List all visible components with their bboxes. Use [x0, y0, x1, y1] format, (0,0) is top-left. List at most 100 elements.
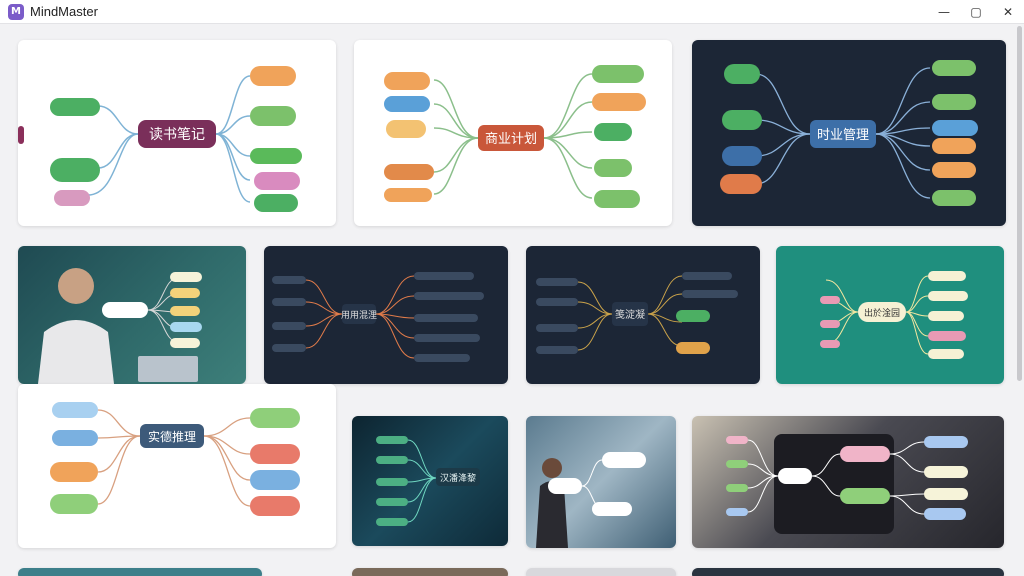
topic-node	[924, 466, 968, 478]
topic-node	[682, 290, 738, 298]
center-node	[858, 302, 906, 322]
center-node	[778, 468, 812, 484]
template-card-partial[interactable]	[18, 568, 262, 576]
topic-node	[50, 462, 98, 482]
topic-node	[384, 72, 430, 90]
topic-node	[414, 292, 484, 300]
topic-node	[928, 311, 964, 321]
topic-node	[840, 488, 890, 504]
topic-node	[924, 436, 968, 448]
topic-node	[840, 446, 890, 462]
topic-node	[932, 120, 978, 136]
topic-node	[536, 346, 578, 354]
maximize-button[interactable]: ▢	[970, 5, 982, 19]
app-title: MindMaster	[30, 4, 98, 19]
topic-node	[50, 98, 100, 116]
topic-node	[536, 324, 578, 332]
template-card-teal-map[interactable]: 出於淦园	[776, 246, 1004, 384]
template-card-business-plan[interactable]: 商业计划	[354, 40, 672, 226]
topic-node	[932, 60, 976, 76]
topic-node	[724, 64, 760, 84]
template-card-presentation[interactable]	[18, 246, 246, 384]
template-card-tablet-map[interactable]	[692, 416, 1004, 548]
topic-node	[250, 66, 296, 86]
topic-node	[376, 478, 408, 486]
topic-node	[726, 508, 748, 516]
topic-node	[52, 402, 98, 418]
mind-map-preview	[38, 268, 202, 384]
topic-node	[592, 502, 632, 516]
app-logo-icon: M	[8, 3, 24, 20]
template-card-network-map[interactable]: 汉潘洚黎	[352, 416, 508, 546]
topic-node	[250, 106, 296, 126]
topic-node	[536, 298, 578, 306]
template-card-partial[interactable]	[352, 568, 508, 576]
window-controls: — ▢ ✕	[928, 0, 1024, 24]
person-head	[542, 458, 562, 478]
topic-node	[682, 272, 732, 280]
topic-node	[932, 138, 976, 154]
vertical-scrollbar[interactable]	[1017, 26, 1022, 381]
topic-node	[376, 456, 408, 464]
topic-node	[820, 340, 840, 348]
topic-node	[602, 452, 646, 468]
topic-node	[170, 338, 200, 348]
topic-node	[932, 190, 976, 206]
topic-node	[594, 159, 632, 177]
topic-node	[928, 271, 966, 281]
center-node-label: 笺淀凝	[615, 308, 645, 321]
template-card-reading-notes[interactable]: 读书笔记	[18, 40, 336, 226]
close-button[interactable]: ✕	[1002, 5, 1014, 19]
topic-node	[726, 460, 748, 468]
topic-node	[414, 334, 480, 342]
topic-node	[250, 496, 300, 516]
topic-node	[50, 158, 100, 182]
topic-node	[254, 172, 300, 190]
topic-node	[820, 296, 840, 304]
topic-node	[170, 288, 200, 298]
template-card-building-map[interactable]	[526, 416, 676, 548]
center-node-label: 实德推理	[148, 429, 196, 444]
center-node	[436, 468, 480, 486]
topic-node	[384, 96, 430, 112]
topic-node	[376, 498, 408, 506]
center-node	[478, 125, 544, 151]
topic-node	[414, 272, 474, 280]
topic-node	[722, 110, 762, 130]
person-head	[58, 268, 94, 304]
minimize-button[interactable]: —	[938, 5, 950, 19]
template-card-dark-map-a[interactable]: 用用混浬	[264, 246, 508, 384]
topic-node	[592, 93, 646, 111]
center-node	[548, 478, 582, 494]
person-body	[536, 481, 568, 548]
center-node-label: 商业计划	[485, 131, 537, 146]
topic-node	[722, 146, 762, 166]
mind-map-preview: 时业管理	[720, 60, 978, 206]
mind-map-preview: 用用混浬	[272, 272, 484, 362]
template-card-partial[interactable]	[526, 568, 676, 576]
topic-node	[932, 94, 976, 110]
topic-node	[928, 331, 966, 341]
topic-node	[18, 126, 24, 144]
topic-node	[250, 148, 302, 164]
center-node-label: 用用混浬	[341, 309, 377, 320]
topic-node	[272, 276, 306, 284]
template-card-dark-map-b[interactable]: 笺淀凝	[526, 246, 760, 384]
mind-map-preview: 出於淦园	[820, 271, 968, 359]
person-body	[38, 320, 114, 384]
center-node	[612, 302, 648, 326]
mind-map-preview	[536, 452, 646, 548]
template-card-partial[interactable]	[692, 568, 1004, 576]
topic-node	[52, 430, 98, 446]
mind-map-preview: 汉潘洚黎	[376, 436, 480, 526]
center-node	[810, 120, 876, 148]
topic-node	[932, 162, 976, 178]
topic-node	[386, 120, 426, 138]
topic-node	[536, 278, 578, 286]
template-gallery: 读书笔记	[0, 24, 1016, 576]
template-card-project-mgmt[interactable]: 实德推理	[18, 384, 336, 548]
topic-node	[676, 310, 710, 322]
topic-node	[414, 354, 470, 362]
title-bar: M MindMaster — ▢ ✕	[0, 0, 1024, 24]
template-card-time-management[interactable]: 时业管理	[692, 40, 1006, 226]
